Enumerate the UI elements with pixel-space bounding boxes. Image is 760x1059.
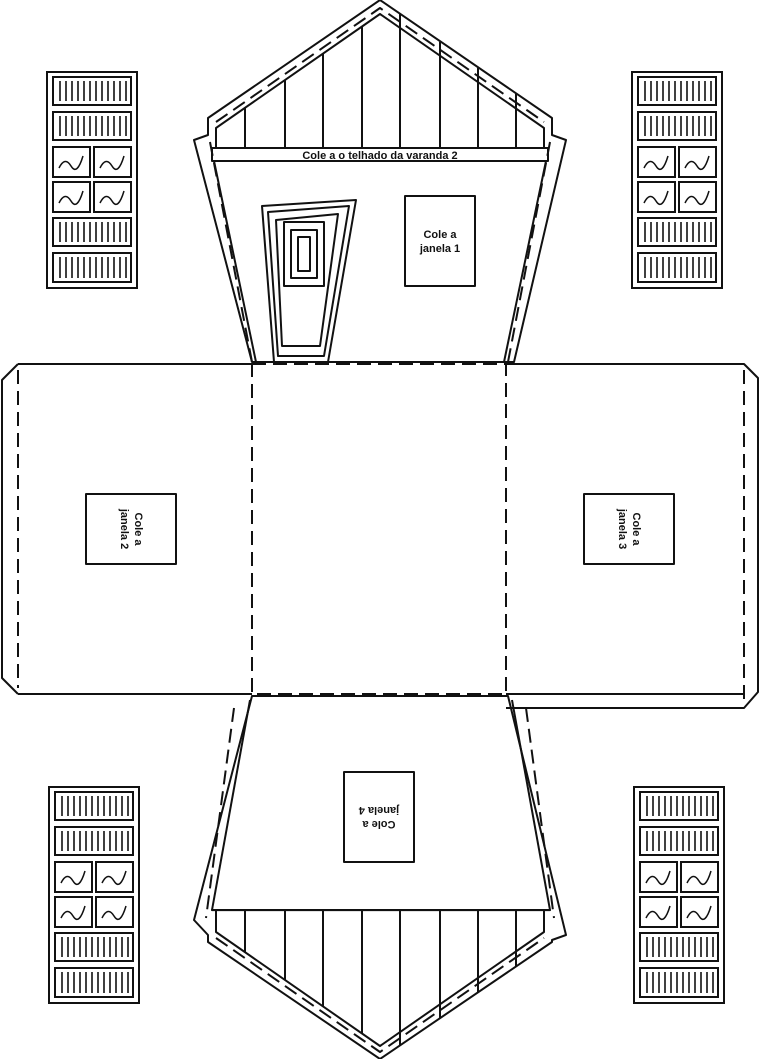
window-4-label-line1: Cole a — [362, 818, 396, 830]
front-gable-panel — [193, 0, 567, 363]
shelf-piece-bottom-left — [48, 786, 140, 1004]
window-4-label-line2: janela 4 — [358, 804, 400, 816]
window-1-label-line1: Cole a — [423, 229, 457, 241]
window-3-slot — [583, 493, 675, 565]
window-1-label-line2: janela 1 — [419, 243, 460, 255]
shelf-piece-top-right — [631, 71, 723, 289]
back-gable-panel — [193, 695, 567, 1059]
window-2-label-line1: Cole a — [132, 512, 144, 546]
shelf-piece-bottom-right — [633, 786, 725, 1004]
window-2-label-line2: janela 2 — [118, 508, 130, 549]
middle-walls — [1, 363, 759, 709]
door — [261, 199, 357, 363]
window-1-slot — [404, 195, 476, 287]
porch-roof-strip — [211, 147, 549, 162]
front-roof-planks — [215, 13, 545, 149]
porch-roof-label: Cole a o telhado da varanda 2 — [302, 150, 457, 162]
window-3-label-line2: janela 3 — [616, 508, 628, 549]
shelf-piece-top-left — [46, 71, 138, 289]
window-4-slot — [343, 771, 415, 863]
window-3-label-line1: Cole a — [630, 512, 642, 546]
window-2-slot — [85, 493, 177, 565]
front-gable-tab — [193, 0, 567, 363]
